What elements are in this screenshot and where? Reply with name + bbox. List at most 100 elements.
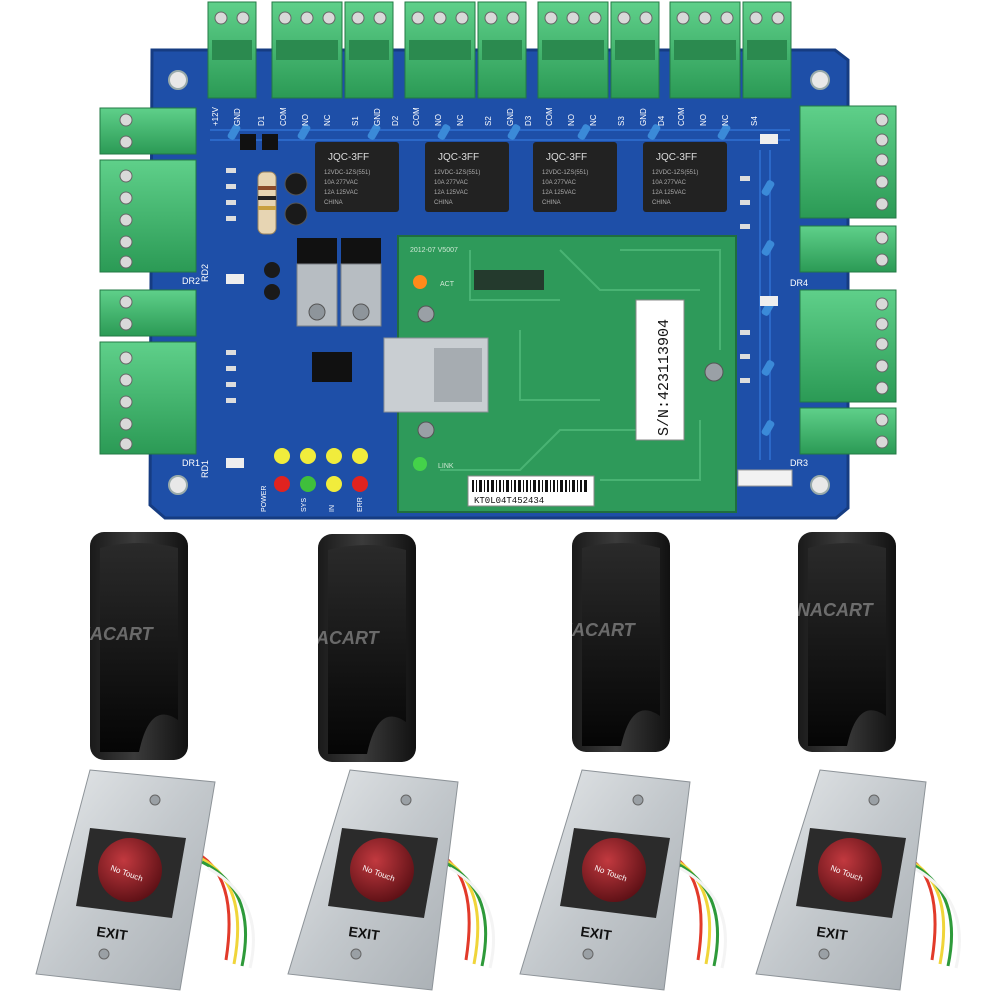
sensor <box>350 838 414 902</box>
serial-number: S/N:423113904 <box>656 319 673 436</box>
svg-text:10A 277VAC: 10A 277VAC <box>542 180 577 186</box>
svg-text:12A 125VAC: 12A 125VAC <box>324 190 359 196</box>
watermark: UNACART <box>546 620 637 640</box>
right-terminal-blocks <box>799 105 897 455</box>
top-terminal-blocks <box>207 1 792 99</box>
led-label-power: POWER <box>261 486 268 512</box>
card-reader <box>798 532 896 752</box>
svg-text:CHINA: CHINA <box>434 200 453 206</box>
led-red <box>274 476 290 492</box>
led-label-err: ERR <box>357 497 364 512</box>
led-yellow <box>274 448 290 464</box>
led-yellow <box>326 476 342 492</box>
svg-text:12A 125VAC: 12A 125VAC <box>652 190 687 196</box>
svg-text:S2: S2 <box>484 116 493 126</box>
exit-label: EXIT <box>96 923 129 943</box>
svg-text:GND: GND <box>233 108 242 126</box>
svg-text:NO: NO <box>567 114 576 126</box>
svg-text:D3: D3 <box>524 115 533 126</box>
svg-text:NC: NC <box>323 114 332 126</box>
led-red <box>352 476 368 492</box>
svg-text:CHINA: CHINA <box>542 200 561 206</box>
svg-text:12VDC-1ZS(551): 12VDC-1ZS(551) <box>324 170 370 176</box>
exit-label: EXIT <box>816 923 849 943</box>
svg-text:12VDC-1ZS(551): 12VDC-1ZS(551) <box>652 170 698 176</box>
card-reader <box>572 532 670 752</box>
svg-text:JQC-3FF: JQC-3FF <box>328 152 369 163</box>
sensor <box>582 838 646 902</box>
mount-hole <box>168 475 188 495</box>
sensor <box>818 838 882 902</box>
led-green <box>300 476 316 492</box>
controller-board: +12V GND D1 COM NO NC S1 GND D2 COM NO N… <box>99 1 897 520</box>
led-yellow <box>326 448 342 464</box>
relay-2: JQC-3FF 12VDC-1ZS(551) 10A 277VAC 12A 12… <box>425 142 509 212</box>
svg-text:NO: NO <box>301 114 310 126</box>
relay-1: JQC-3FF 12VDC-1ZS(551) 10A 277VAC 12A 12… <box>315 142 399 212</box>
relay-4: JQC-3FF 12VDC-1ZS(551) 10A 277VAC 12A 12… <box>643 142 727 212</box>
svg-text:10A 277VAC: 10A 277VAC <box>652 180 687 186</box>
label-dr1: DR1 <box>182 458 200 468</box>
exit-label: EXIT <box>580 923 613 943</box>
watermark: UNACART <box>784 600 875 620</box>
left-terminal-blocks <box>99 107 197 455</box>
act-led <box>413 275 427 289</box>
svg-text:S3: S3 <box>617 116 626 126</box>
led-label-in: IN <box>329 505 336 512</box>
svg-text:COM: COM <box>545 107 554 126</box>
svg-text:12A 125VAC: 12A 125VAC <box>434 190 469 196</box>
svg-text:+12V: +12V <box>211 106 220 126</box>
svg-text:12VDC-1ZS(551): 12VDC-1ZS(551) <box>542 170 588 176</box>
card-readers <box>90 532 896 762</box>
svg-text:NO: NO <box>699 114 708 126</box>
mount-hole <box>168 70 188 90</box>
mount-hole <box>810 70 830 90</box>
label-dr4: DR4 <box>790 278 808 288</box>
watermark: UNACART <box>64 624 155 644</box>
exit-button: No Touch EXIT <box>35 769 255 991</box>
exit-button: No Touch EXIT <box>519 769 727 991</box>
mount-hole <box>810 475 830 495</box>
svg-text:12VDC-1ZS(551): 12VDC-1ZS(551) <box>434 170 480 176</box>
svg-text:LINK: LINK <box>438 463 454 470</box>
svg-text:COM: COM <box>677 107 686 126</box>
exit-button: No Touch EXIT <box>287 769 495 991</box>
relays: JQC-3FF 12VDC-1ZS(551) 10A 277VAC 12A 12… <box>315 142 727 212</box>
relay-3: JQC-3FF 12VDC-1ZS(551) 10A 277VAC 12A 12… <box>533 142 617 212</box>
card-reader <box>318 534 416 762</box>
svg-text:NC: NC <box>456 114 465 126</box>
top-pin-labels: +12V GND D1 COM NO NC S1 GND D2 COM NO N… <box>211 106 759 126</box>
label-dr2: DR2 <box>182 276 200 286</box>
small-components <box>226 134 793 487</box>
svg-text:JQC-3FF: JQC-3FF <box>546 152 587 163</box>
svg-text:JQC-3FF: JQC-3FF <box>656 152 697 163</box>
svg-text:ACT: ACT <box>440 281 455 288</box>
label-rd2: RD2 <box>200 264 210 282</box>
card-reader <box>90 532 188 760</box>
led-yellow <box>352 448 368 464</box>
svg-text:10A 277VAC: 10A 277VAC <box>434 180 469 186</box>
svg-text:GND: GND <box>373 108 382 126</box>
watermarks: UNACART UNACART UNACART UNACART <box>64 600 875 648</box>
svg-text:NC: NC <box>589 114 598 126</box>
barcode-text: KT0L04T452434 <box>474 496 544 506</box>
sensor <box>98 838 162 902</box>
exit-buttons: No Touch EXIT No Touch EXIT <box>35 769 961 991</box>
svg-text:NC: NC <box>721 114 730 126</box>
svg-text:CHINA: CHINA <box>652 200 671 206</box>
svg-text:D1: D1 <box>257 115 266 126</box>
svg-text:D4: D4 <box>657 115 666 126</box>
svg-text:NO: NO <box>434 114 443 126</box>
svg-text:S1: S1 <box>351 116 360 126</box>
svg-text:2012-07 V5007: 2012-07 V5007 <box>410 247 458 254</box>
svg-text:COM: COM <box>279 107 288 126</box>
led-yellow <box>300 448 316 464</box>
watermark: UNACART <box>290 628 381 648</box>
link-led <box>413 457 427 471</box>
svg-text:JQC-3FF: JQC-3FF <box>438 152 479 163</box>
svg-text:12A 125VAC: 12A 125VAC <box>542 190 577 196</box>
svg-text:CHINA: CHINA <box>324 200 343 206</box>
svg-text:S4: S4 <box>750 116 759 126</box>
exit-label: EXIT <box>348 923 381 943</box>
